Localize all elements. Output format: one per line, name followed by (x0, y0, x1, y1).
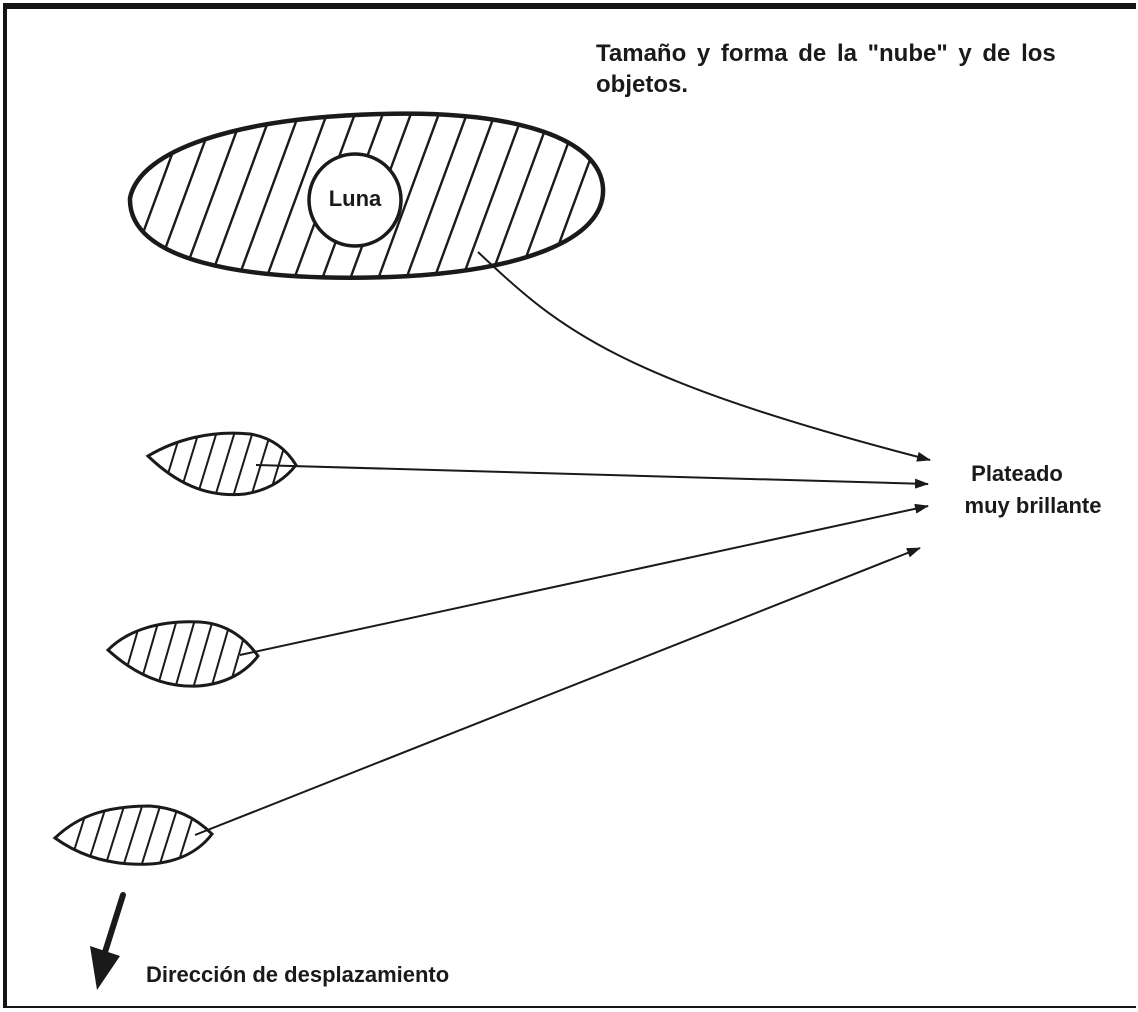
arrow-object-3-to-silver (194, 547, 921, 836)
destination-label-line-2: muy brillante (964, 493, 1102, 518)
moon-circle (307, 152, 403, 248)
cloud-shape (127, 111, 606, 280)
object-shape-3 (52, 804, 214, 866)
object-shape-1 (145, 431, 298, 497)
direction-arrow-icon (90, 892, 126, 990)
arrow-object-1-to-silver (255, 464, 929, 489)
object-shape-2 (105, 620, 260, 688)
moon-label: Luna (328, 186, 382, 211)
direction-label: Dirección de desplazamiento (146, 962, 450, 987)
figure-caption: Tamaño y forma de la "nube" y de los obj… (596, 40, 1056, 98)
arrow-cloud-to-silver (477, 251, 931, 462)
arrow-object-2-to-silver (239, 503, 929, 656)
destination-label-line-1: Plateado (971, 461, 1063, 486)
figure-frame (3, 3, 1136, 1008)
